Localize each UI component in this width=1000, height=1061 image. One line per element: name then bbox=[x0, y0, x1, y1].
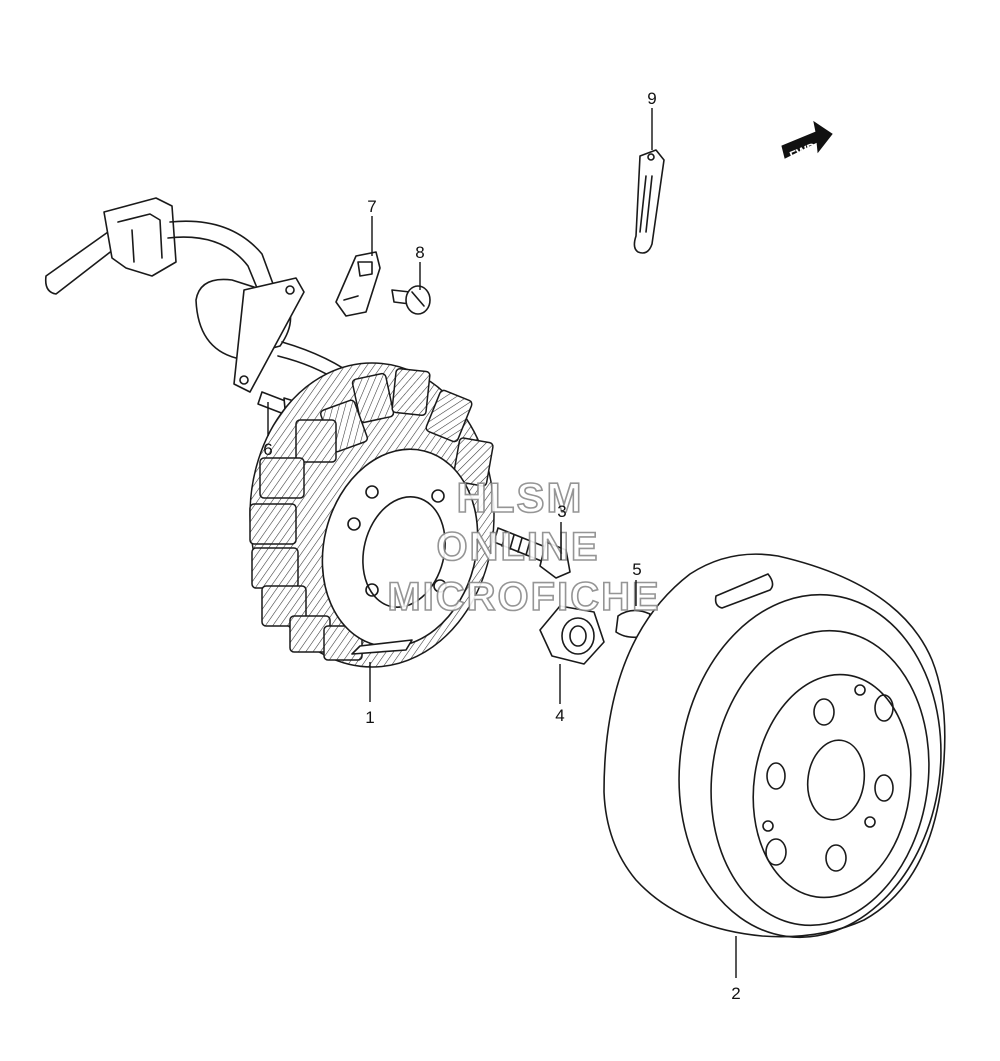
leader-lines bbox=[267, 108, 737, 978]
callout-labels: 1 2 3 4 5 6 7 8 9 bbox=[263, 89, 740, 1003]
part-3-bolt bbox=[493, 527, 571, 579]
part-7-wire-clip bbox=[335, 251, 381, 317]
callout-7: 7 bbox=[367, 197, 376, 216]
callout-2: 2 bbox=[731, 984, 740, 1003]
part-8-screw bbox=[391, 285, 431, 315]
callout-8: 8 bbox=[415, 243, 424, 262]
callout-5: 5 bbox=[632, 560, 641, 579]
callout-6: 6 bbox=[263, 440, 272, 459]
stator-wire-harness bbox=[44, 197, 361, 393]
fwd-arrow: FWD bbox=[781, 120, 833, 163]
watermark-line1: HLSM bbox=[457, 474, 584, 521]
watermark: HLSM ONLINE MICROFICHE bbox=[387, 473, 660, 620]
part-9-clamp bbox=[633, 149, 665, 254]
watermark-line3: MICROFICHE bbox=[387, 575, 660, 619]
part-2-flywheel bbox=[603, 553, 946, 939]
callout-9: 9 bbox=[647, 89, 656, 108]
callout-3: 3 bbox=[557, 502, 566, 521]
part-1-stator bbox=[249, 362, 495, 668]
watermark-line2: ONLINE bbox=[436, 525, 599, 569]
part-4-nut bbox=[539, 605, 605, 665]
callout-4: 4 bbox=[555, 706, 564, 725]
callout-1: 1 bbox=[365, 708, 374, 727]
